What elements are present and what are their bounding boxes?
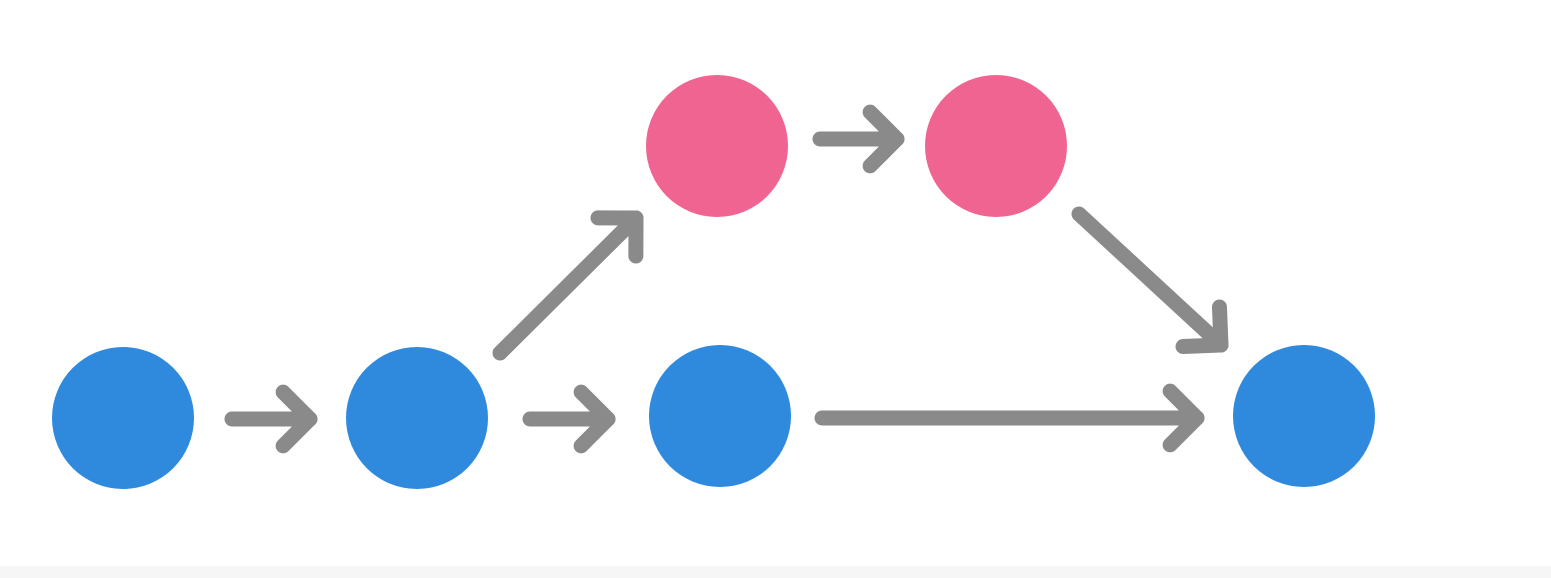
arrow-m2-to-s1: [492, 210, 644, 361]
main-branch-node-m4: [1233, 345, 1375, 487]
main-branch-node-m1: [52, 347, 194, 489]
arrowhead-icon: [862, 104, 905, 174]
arrowhead-icon: [275, 384, 318, 454]
main-branch-node-m2: [346, 347, 488, 489]
side-branch-node-s1: [646, 75, 788, 217]
arrowhead-icon: [590, 210, 644, 264]
arrow-s1-to-s2: [812, 104, 905, 174]
arrow-shaft: [1071, 206, 1229, 353]
bottom-strip: [0, 566, 1551, 578]
main-branch-node-m3: [649, 345, 791, 487]
arrowhead-icon: [1175, 299, 1229, 355]
arrow-shaft: [492, 210, 644, 361]
arrow-m1-to-m2: [224, 384, 318, 454]
arrowhead-icon: [573, 384, 616, 454]
arrow-m2-to-m3: [522, 384, 616, 454]
side-branch-node-s2: [925, 75, 1067, 217]
arrowhead-icon: [1162, 383, 1205, 453]
arrow-m3-to-m4: [814, 383, 1205, 453]
arrow-s2-to-m4: [1071, 206, 1229, 355]
